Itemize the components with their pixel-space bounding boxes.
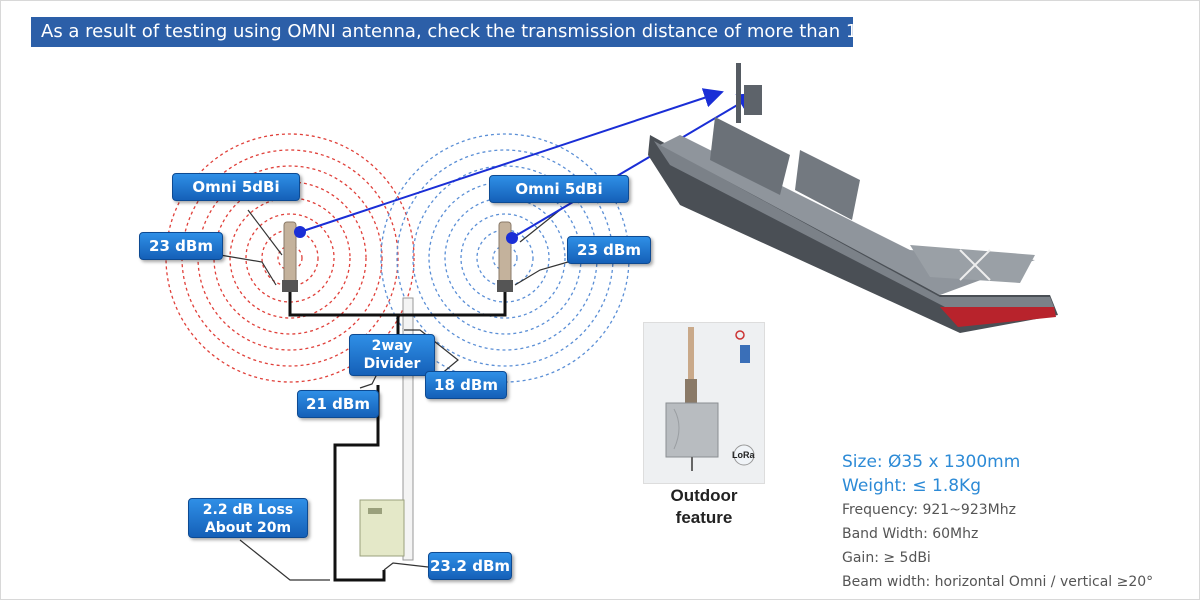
lora-badge: LoRa bbox=[732, 450, 755, 460]
spec-bandwidth: Band Width: 60Mhz bbox=[842, 526, 979, 542]
spec-frequency: Frequency: 921~923Mhz bbox=[842, 502, 1016, 518]
product-photo: LoRa bbox=[643, 322, 765, 484]
two-way-divider-label: 2way Divider bbox=[349, 334, 435, 376]
dbm-18-label: 18 dBm bbox=[425, 371, 507, 399]
divider-line2: Divider bbox=[363, 356, 421, 372]
dbm-23-2-label: 23.2 dBm bbox=[428, 552, 512, 580]
dbm-label-right: 23 dBm bbox=[567, 236, 651, 264]
spec-beam-width: Beam width: horizontal Omni / vertical ≥… bbox=[842, 574, 1154, 590]
spec-size: Size: Ø35 x 1300mm bbox=[842, 452, 1021, 472]
specification-list: Size: Ø35 x 1300mm Weight: ≤ 1.8Kg Frequ… bbox=[842, 450, 1153, 594]
antenna-mast bbox=[402, 297, 414, 561]
spec-weight: Weight: ≤ 1.8Kg bbox=[842, 476, 981, 496]
lora-device-illustration bbox=[665, 327, 755, 471]
spec-gain: Gain: ≥ 5dBi bbox=[842, 550, 931, 566]
product-caption: Outdoor feature bbox=[643, 485, 765, 529]
leader-lines bbox=[219, 209, 569, 581]
omni-label-left: Omni 5dBi bbox=[172, 173, 300, 201]
ground-radio-box bbox=[359, 499, 405, 557]
product-caption-line1: Outdoor bbox=[670, 486, 738, 505]
omni-label-right: Omni 5dBi bbox=[489, 175, 629, 203]
warship-illustration bbox=[648, 63, 1058, 333]
page-title: As a result of testing using OMNI antenn… bbox=[31, 17, 897, 47]
product-caption-line2: feature bbox=[675, 508, 733, 527]
loss-line2: About 20m bbox=[204, 520, 292, 536]
left-antenna bbox=[282, 221, 298, 292]
dbm-21-label: 21 dBm bbox=[297, 390, 379, 418]
dbm-label-left: 23 dBm bbox=[139, 232, 223, 260]
loss-line1: 2.2 dB Loss bbox=[202, 502, 294, 518]
cable-loss-label: 2.2 dB Loss About 20m bbox=[188, 498, 308, 538]
divider-line1: 2way bbox=[371, 338, 413, 354]
